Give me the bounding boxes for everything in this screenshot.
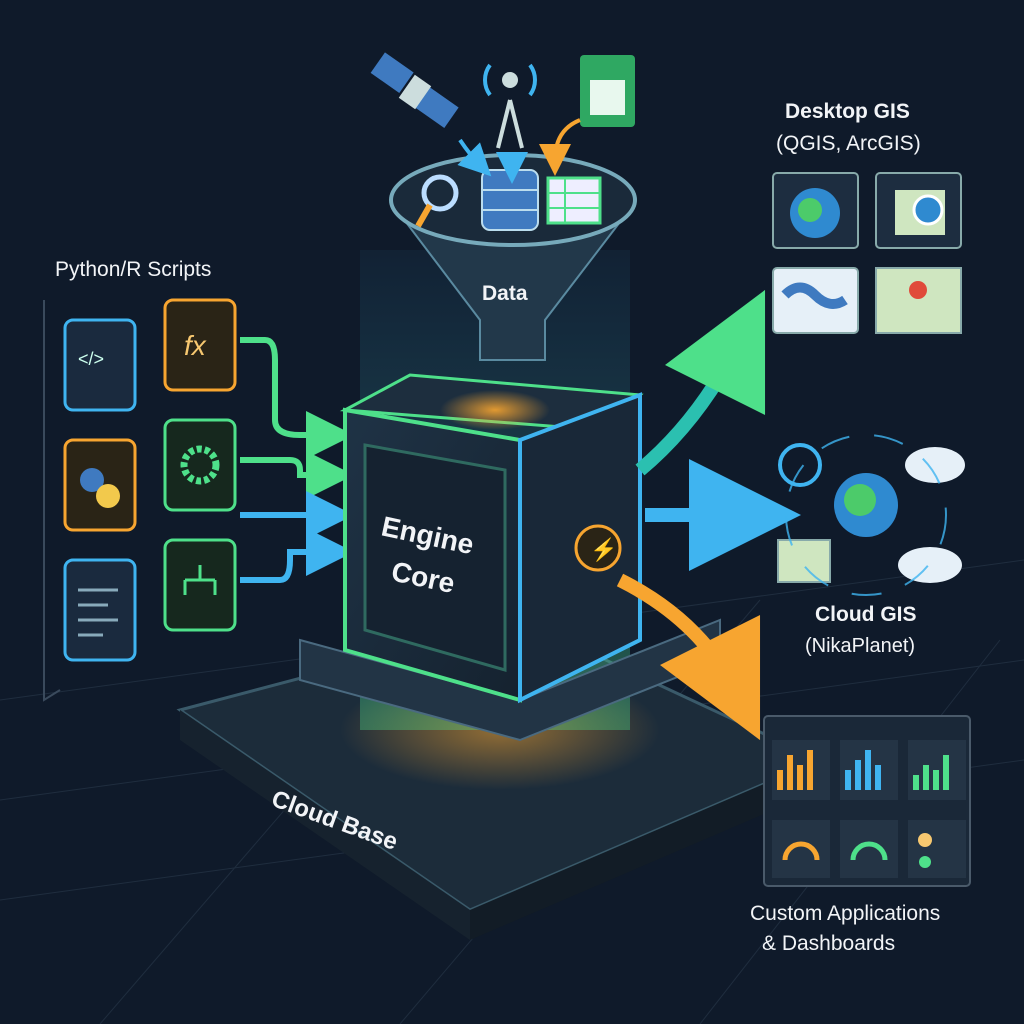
gear-icon <box>163 418 237 512</box>
globe-icon <box>778 443 822 487</box>
lightning-icon <box>574 524 622 572</box>
desktop-gis-title: Desktop GIS <box>785 100 910 123</box>
antenna-icon <box>483 63 537 149</box>
cloud-gis-cluster <box>777 434 965 596</box>
svg-text:⚡: ⚡ <box>590 537 617 563</box>
satellite-icon <box>370 52 459 128</box>
python-icon <box>63 438 137 532</box>
desktop-gis-windows <box>772 172 962 334</box>
cloud-icon <box>905 447 965 483</box>
apps-label-line2: & Dashboards <box>762 932 895 955</box>
hierarchy-icon <box>163 538 237 632</box>
map-icon <box>777 539 831 583</box>
spreadsheet-icon <box>580 55 635 127</box>
data-label: Data <box>482 282 528 305</box>
input-arrows <box>457 118 581 184</box>
apps-label-line1: Custom Applications <box>750 902 940 925</box>
dashboard-window <box>763 715 971 887</box>
svg-text:fx: fx <box>184 330 207 361</box>
output-arrows <box>616 289 801 741</box>
script-arrows <box>240 337 354 583</box>
cloud-gis-subtitle: (NikaPlanet) <box>805 635 915 657</box>
table-icon <box>546 176 602 225</box>
function-icon: fx <box>163 298 237 392</box>
engine-core-cube: ⚡ <box>299 373 721 742</box>
scripts-label: Python/R Scripts <box>55 258 211 281</box>
code-icon: </> <box>63 318 137 412</box>
database-icon <box>481 169 539 231</box>
search-icon <box>415 174 459 228</box>
desktop-gis-subtitle: (QGIS, ArcGIS) <box>776 132 921 155</box>
script-icon <box>63 558 137 662</box>
svg-text:</>: </> <box>78 349 104 369</box>
scripts-panel: </> fx <box>43 298 237 702</box>
cloud-gis-title: Cloud GIS <box>815 603 917 626</box>
cloud-upload-icon <box>898 547 962 583</box>
